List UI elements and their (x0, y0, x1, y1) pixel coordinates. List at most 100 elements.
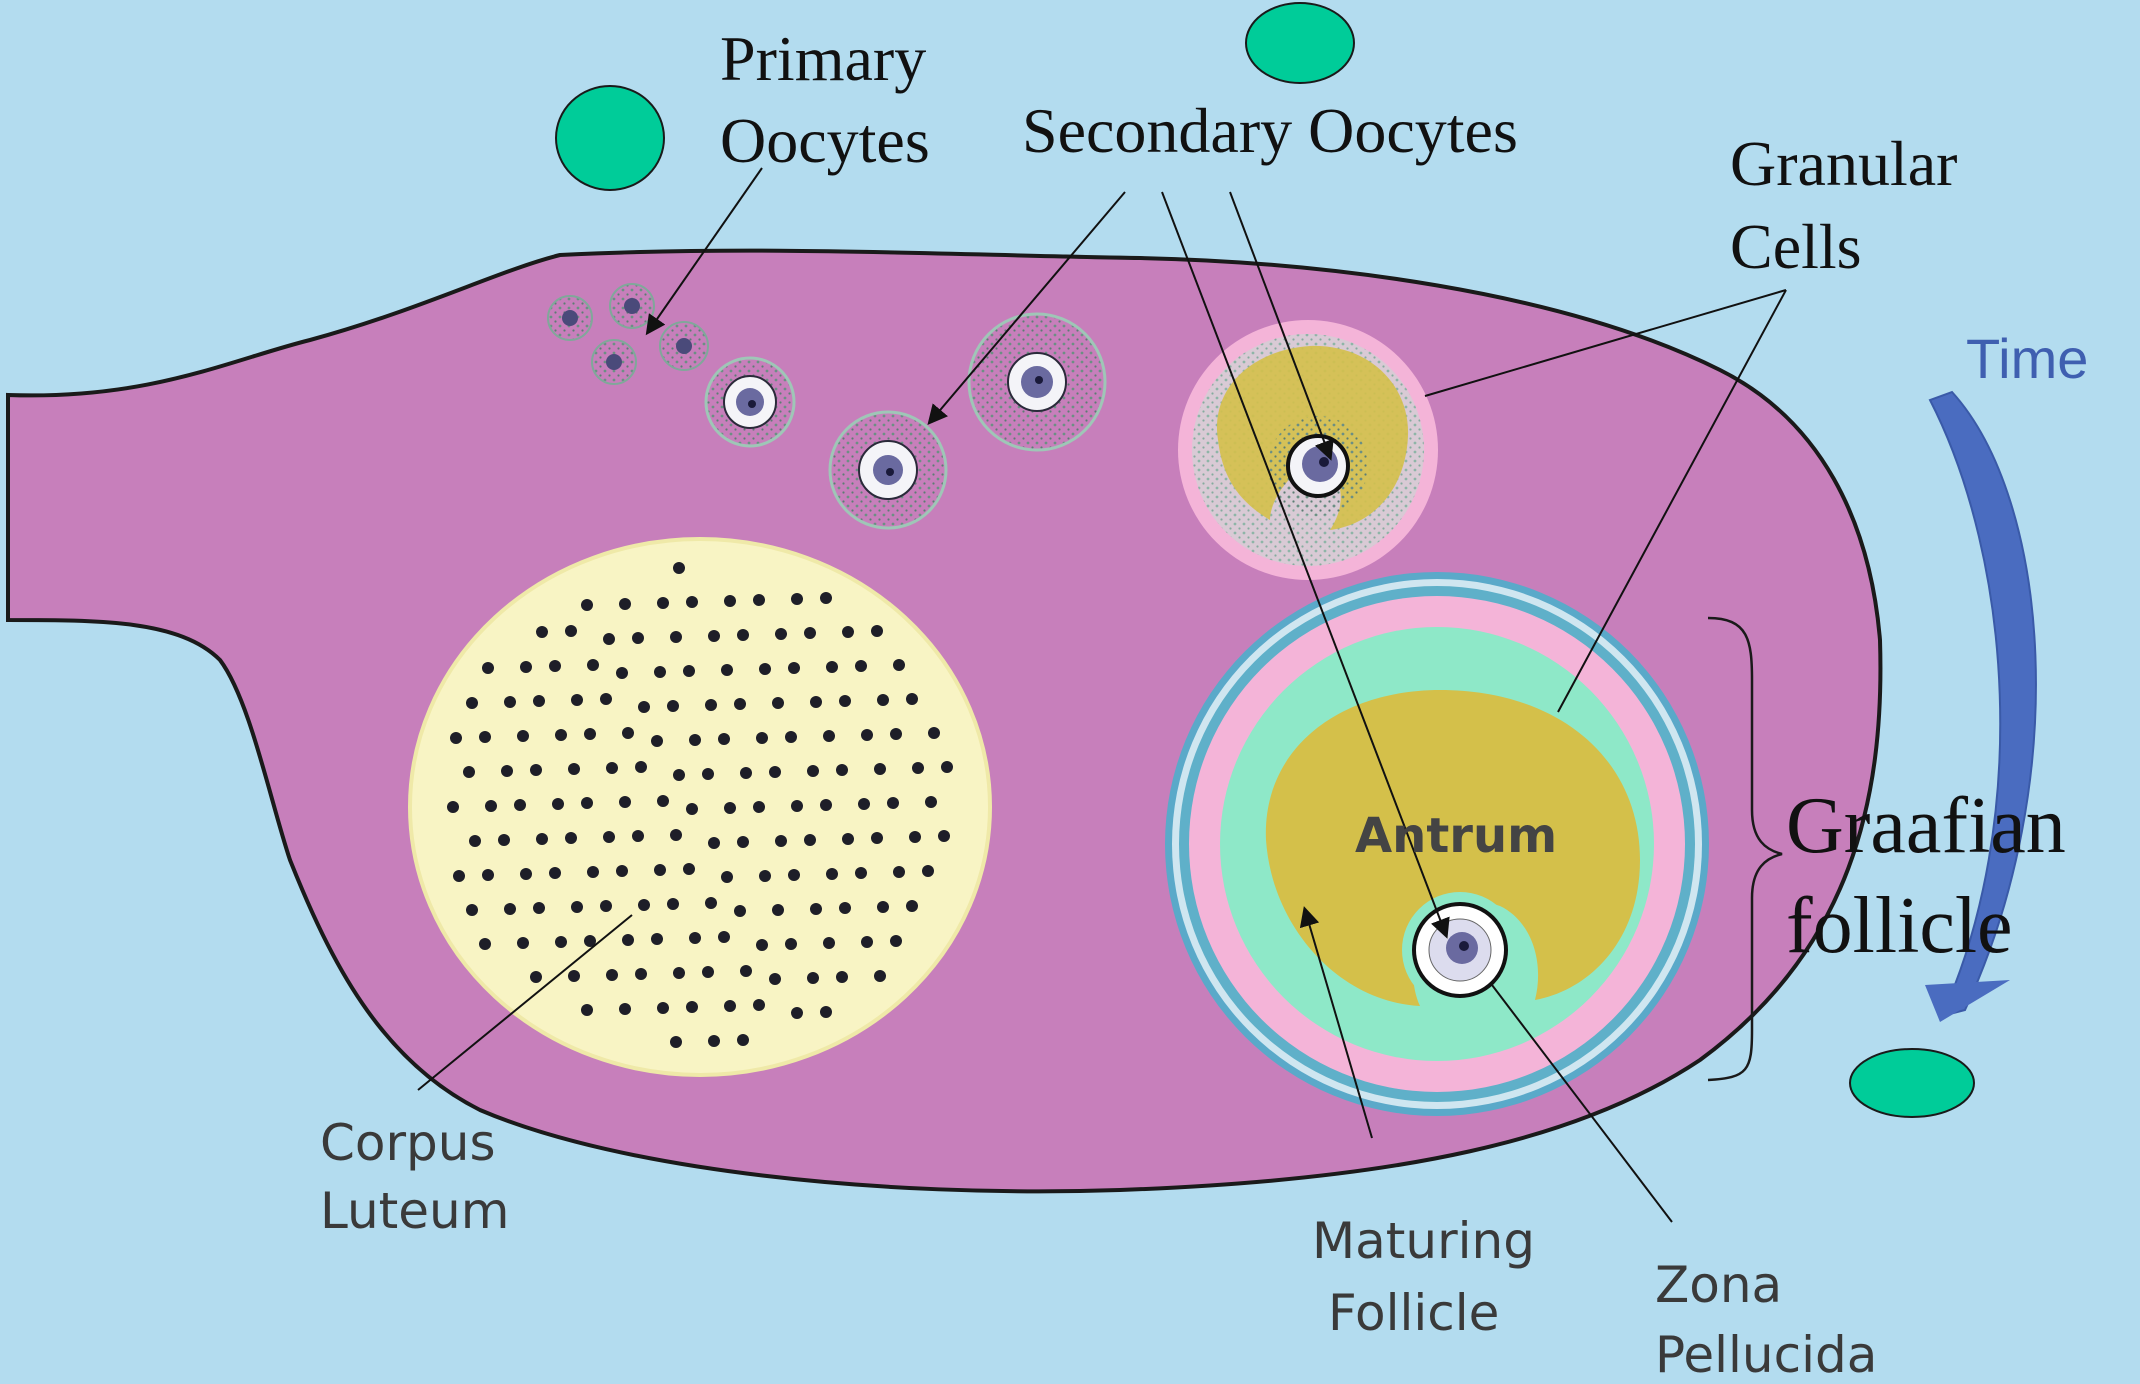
luteal-cell-dot (581, 1004, 593, 1016)
luteal-cell-dot (820, 1006, 832, 1018)
luteal-cell-dot (657, 597, 669, 609)
luteal-cell-dot (775, 835, 787, 847)
luteal-cell-dot (673, 769, 685, 781)
luteal-cell-dot (737, 836, 749, 848)
luteal-cell-dot (683, 863, 695, 875)
luteal-cell-dot (941, 761, 953, 773)
luteal-cell-dot (632, 632, 644, 644)
luteal-cell-dot (708, 630, 720, 642)
luteal-cell-dot (877, 901, 889, 913)
luteal-cell-dot (536, 626, 548, 638)
luteal-cell-dot (785, 731, 797, 743)
luteal-cell-dot (651, 735, 663, 747)
luteal-cell-dot (718, 733, 730, 745)
luteal-cell-dot (533, 695, 545, 707)
luteal-cell-dot (890, 935, 902, 947)
luteal-cell-dot (759, 663, 771, 675)
luteal-cell-dot (810, 696, 822, 708)
luteal-cell-dot (721, 664, 733, 676)
luteal-cell-dot (858, 798, 870, 810)
luteal-cell-dot (756, 732, 768, 744)
luteal-cell-dot (791, 593, 803, 605)
luteal-cell-dot (721, 871, 733, 883)
luteal-cell-dot (571, 901, 583, 913)
luteal-cell-dot (874, 763, 886, 775)
luteal-cell-dot (820, 799, 832, 811)
luteal-cell-dot (622, 727, 634, 739)
luteal-cell-dot (530, 971, 542, 983)
luteal-cell-dot (893, 659, 905, 671)
luteal-cell-dot (686, 1001, 698, 1013)
luteal-cell-dot (724, 802, 736, 814)
luteal-cell-dot (619, 796, 631, 808)
luteal-cell-dot (651, 933, 663, 945)
luteal-cell-dot (855, 660, 867, 672)
luteal-cell-dot (775, 628, 787, 640)
luteal-cell-dot (450, 732, 462, 744)
luteal-cell-dot (877, 694, 889, 706)
luteal-cell-dot (909, 831, 921, 843)
luteal-cell-dot (549, 660, 561, 672)
luteal-cell-dot (686, 596, 698, 608)
luteal-cell-dot (708, 1035, 720, 1047)
luteal-cell-dot (823, 730, 835, 742)
luteal-cell-dot (855, 867, 867, 879)
luteal-cell-dot (654, 864, 666, 876)
luteal-cell-dot (619, 1003, 631, 1015)
luteal-cell-dot (603, 831, 615, 843)
luteal-cell-dot (705, 699, 717, 711)
luteal-cell-dot (871, 832, 883, 844)
secondary-follicle-medium (969, 314, 1105, 450)
luteal-cell-dot (810, 903, 822, 915)
label-maturing-line1: Maturing (1312, 1212, 1535, 1270)
luteal-cell-dot (638, 899, 650, 911)
luteal-cell-dot (925, 796, 937, 808)
luteal-cell-dot (804, 627, 816, 639)
luteal-cell-dot (826, 868, 838, 880)
luteal-cell-dot (606, 969, 618, 981)
luteal-cell-dot (517, 730, 529, 742)
luteal-cell-dot (482, 662, 494, 674)
luteal-cell-dot (804, 834, 816, 846)
luteal-cell-dot (788, 662, 800, 674)
corpus-luteum (410, 539, 990, 1075)
luteal-cell-dot (498, 834, 510, 846)
luteal-cell-dot (469, 835, 481, 847)
luteal-cell-dot (616, 865, 628, 877)
luteal-cell-dot (504, 903, 516, 915)
luteal-cell-dot (536, 833, 548, 845)
luteal-cell-dot (600, 693, 612, 705)
luteal-cell-dot (549, 867, 561, 879)
luteal-cell-dot (447, 801, 459, 813)
luteal-cell-dot (737, 629, 749, 641)
luteal-cell-dot (772, 904, 784, 916)
luteal-cell-dot (555, 729, 567, 741)
luteal-cell-dot (463, 766, 475, 778)
luteal-cell-dot (820, 592, 832, 604)
luteal-cell-dot (718, 931, 730, 943)
luteal-cell-dot (667, 700, 679, 712)
luteal-cell-dot (740, 965, 752, 977)
luteal-cell-dot (587, 866, 599, 878)
luteal-cell-dot (893, 866, 905, 878)
luteal-cell-dot (581, 599, 593, 611)
luteal-cell-dot (622, 934, 634, 946)
label-corpus-line1: Corpus (320, 1114, 496, 1172)
luteal-cell-dot (453, 870, 465, 882)
luteal-cell-dot (504, 696, 516, 708)
luteal-cell-dot (517, 937, 529, 949)
primary-oocyte-marker (556, 86, 664, 190)
label-granular-line2: Cells (1730, 211, 1862, 282)
luteal-cell-dot (839, 902, 851, 914)
secondary-oocyte-marker (1246, 3, 1354, 83)
luteal-cell-dot (667, 898, 679, 910)
luteal-cell-dot (689, 734, 701, 746)
luteal-cell-dot (772, 697, 784, 709)
luteal-cell-dot (603, 633, 615, 645)
luteal-cell-dot (638, 701, 650, 713)
luteal-cell-dot (673, 967, 685, 979)
luteal-cell-dot (724, 1000, 736, 1012)
luteal-cell-dot (673, 562, 685, 574)
luteal-cell-dot (571, 694, 583, 706)
